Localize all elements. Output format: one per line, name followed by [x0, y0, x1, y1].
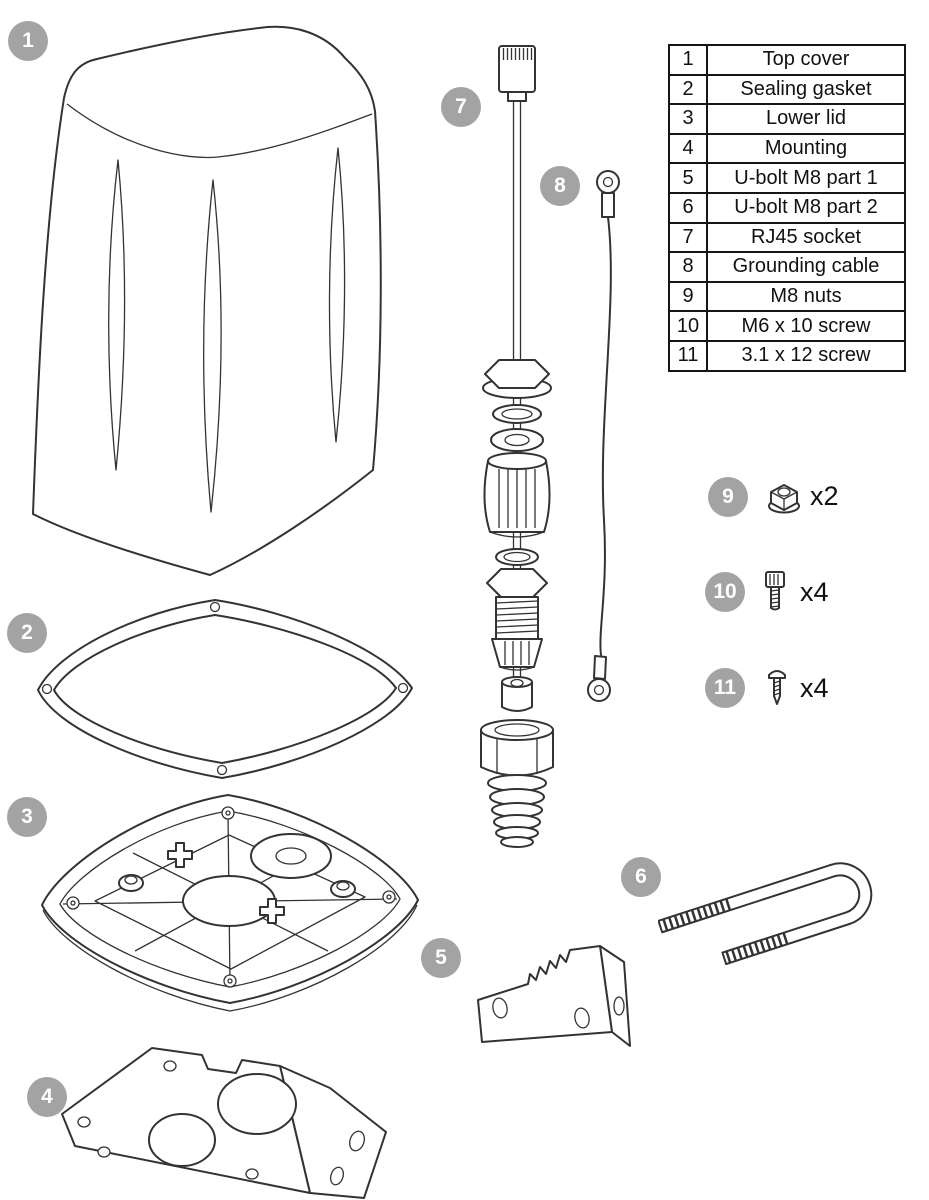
washer	[490, 428, 544, 452]
sealing-gasket-drawing	[37, 599, 413, 779]
part-number-cell: 8	[668, 251, 708, 283]
part-name-cell: U-bolt M8 part 1	[706, 162, 906, 194]
part-number-cell: 2	[668, 73, 708, 106]
cable-gland-ring	[250, 833, 332, 879]
part-number-cell: 11	[668, 339, 708, 372]
callout-5: 5	[421, 938, 461, 978]
callout-10: 10	[705, 572, 745, 612]
top-cover-drawing	[32, 25, 382, 576]
qty-label-9: x2	[810, 481, 839, 511]
ubolt-bracket-drawing	[477, 945, 631, 1047]
bracket-face	[477, 945, 613, 1043]
part-name-cell: Sealing gasket	[706, 73, 906, 106]
right-groove	[328, 147, 346, 443]
callout-1: 1	[8, 21, 48, 61]
lid-thickness-edge	[42, 904, 418, 1012]
part-name-cell: Top cover	[706, 44, 906, 76]
part-number-cell: 5	[668, 162, 708, 194]
qty-label-11: x4	[800, 673, 829, 703]
part-number-cell: 3	[668, 103, 708, 135]
part-name-cell: RJ45 socket	[706, 221, 906, 254]
callout-3: 3	[7, 797, 47, 837]
part-number-cell: 9	[668, 280, 708, 313]
rj45-plug	[498, 45, 536, 102]
snap-post-1	[167, 842, 193, 868]
left-groove	[108, 159, 126, 471]
part-name-cell: Grounding cable	[706, 251, 906, 283]
snap-post-2	[259, 898, 285, 924]
large-hole-2	[148, 1113, 216, 1167]
lower-lid-drawing	[41, 794, 419, 1012]
qty-label-10: x4	[800, 577, 829, 607]
part-name-cell: Lower lid	[706, 103, 906, 135]
ferrule	[501, 676, 533, 712]
part-number-cell: 1	[668, 44, 708, 76]
callout-6: 6	[621, 857, 661, 897]
hose-fitting	[480, 719, 554, 848]
callout-2: 2	[7, 613, 47, 653]
ring-terminal-top	[596, 170, 620, 218]
gland-washer	[495, 548, 539, 566]
socket-screw-icon	[765, 571, 785, 611]
callout-9: 9	[708, 477, 748, 517]
callout-11: 11	[705, 668, 745, 708]
rj45-socket-drawing	[480, 45, 554, 848]
ring-terminal-bottom	[587, 655, 611, 702]
center-hole	[182, 875, 276, 927]
flange-nut-icon	[768, 484, 800, 514]
mounting-bracket-drawing	[61, 1047, 387, 1199]
part-name-cell: M6 x 10 screw	[706, 310, 906, 342]
callout-8: 8	[540, 166, 580, 206]
o-ring	[492, 404, 542, 424]
cable-wire	[599, 216, 612, 656]
corner-bosses	[66, 806, 396, 988]
top-face-crease	[66, 103, 373, 159]
small-holes	[77, 1060, 259, 1180]
mount-post-right	[330, 880, 356, 898]
mount-post-left	[118, 874, 144, 892]
part-name-cell: U-bolt M8 part 2	[706, 191, 906, 224]
part-name-cell: M8 nuts	[706, 280, 906, 313]
thread-lower	[725, 931, 790, 964]
tapping-screw-icon	[768, 670, 786, 705]
callout-7: 7	[441, 87, 481, 127]
part-number-cell: 7	[668, 221, 708, 254]
ubolt-drawing	[658, 862, 873, 966]
part-number-cell: 10	[668, 310, 708, 342]
large-hole-1	[217, 1073, 297, 1135]
part-name-cell: Mounting	[706, 132, 906, 165]
gland-barrel	[483, 452, 551, 538]
grounding-cable-drawing	[587, 170, 620, 702]
thread-upper	[662, 897, 735, 932]
part-number-cell: 6	[668, 191, 708, 224]
flange-nut	[482, 359, 552, 399]
middle-groove	[203, 179, 222, 513]
part-number-cell: 4	[668, 132, 708, 165]
callout-4: 4	[27, 1077, 67, 1117]
part-name-cell: 3.1 x 12 screw	[706, 339, 906, 372]
threaded-gland	[486, 568, 548, 671]
